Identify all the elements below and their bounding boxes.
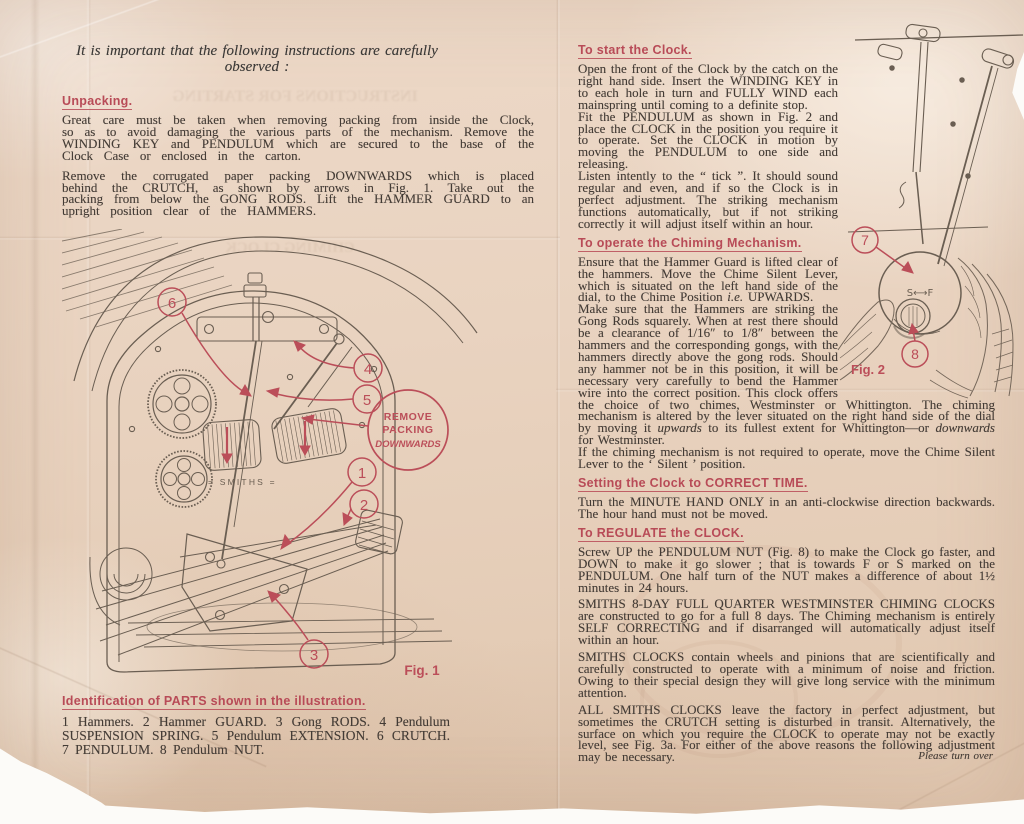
start-paragraph-3: Listen intently to the “ tick ”. It shou…: [578, 168, 838, 231]
left-column: It is important that the following instr…: [61, 43, 534, 757]
figure-2-space: [838, 43, 995, 391]
intro-statement: It is important that the following instr…: [76, 43, 438, 75]
parts-list: 1 Hammers. 2 Hammer GUARD. 3 Gong RODS. …: [62, 714, 450, 757]
regulate-paragraph-2: SMITHS 8-DAY FULL QUARTER WESTMINSTER CH…: [578, 596, 995, 648]
smiths-label: = SMITHS =: [208, 477, 277, 487]
identification-heading: Identification of PARTS shown in the ill…: [62, 694, 534, 711]
regulate-paragraph-3: SMITHS CLOCKS contain wheels and pinions…: [578, 649, 995, 700]
unpacking-paragraph-2: Remove the corrugated paper packing DOWN…: [62, 167, 534, 219]
chiming-heading-text: To operate the Chiming Mechanism.: [578, 235, 802, 252]
callout-1: 1: [358, 465, 366, 482]
setting-heading: Setting the Clock to CORRECT TIME.: [578, 476, 995, 492]
regulate-heading: To REGULATE the CLOCK.: [578, 526, 995, 542]
chiming-paragraph-3: If the chiming mechanism is not required…: [578, 444, 995, 472]
torn-right-nick: [1012, 52, 1024, 120]
start-clock-heading-text: To start the Clock.: [578, 43, 692, 59]
chiming-heading: To operate the Chiming Mechanism.: [578, 236, 995, 252]
unpacking-paragraph-1: Great care must be taken when removing p…: [62, 112, 534, 163]
please-turn-over: Please turn over: [918, 750, 993, 763]
remove-packing-line3: DOWNWARDS: [375, 439, 441, 450]
callout-2: 2: [360, 497, 368, 514]
ghost-showthrough-ring: [640, 640, 798, 758]
callout-3: 3: [310, 647, 318, 664]
callout-5: 5: [363, 392, 371, 409]
chiming-paragraph-1: Ensure that the Hammer Guard is lifted c…: [578, 253, 838, 305]
start-paragraph-1: Open the front of the Clock by the catch…: [578, 61, 838, 112]
right-column: To start the Clock. Open the front of th…: [578, 43, 995, 763]
unpacking-heading-text: Unpacking.: [62, 94, 133, 110]
fig1-label: Fig. 1: [404, 663, 440, 678]
start-clock-heading: To start the Clock.: [578, 43, 995, 59]
remove-packing-line2: PACKING: [382, 424, 433, 436]
regulate-paragraph-4: ALL SMITHS CLOCKS leave the factory in p…: [578, 701, 995, 765]
regulate-paragraph-1: Screw UP the PENDULUM NUT (Fig. 8) to ma…: [578, 543, 995, 595]
regulate-heading-text: To REGULATE the CLOCK.: [578, 525, 744, 542]
identification-heading-text: Identification of PARTS shown in the ill…: [62, 694, 366, 711]
setting-heading-text: Setting the Clock to CORRECT TIME.: [578, 476, 808, 492]
figure-1-illustration: = SMITHS =: [61, 228, 534, 686]
callout-6: 6: [168, 295, 176, 312]
setting-paragraph: Turn the MINUTE HAND ONLY in an anti-clo…: [578, 494, 995, 521]
chiming-paragraph-2: Make sure that the Hammers are striking …: [578, 301, 995, 448]
callout-4: 4: [364, 361, 372, 378]
start-paragraph-2: Fit the PENDULUM as shown in Fig. 2 and …: [578, 108, 838, 172]
unpacking-heading: Unpacking.: [62, 94, 534, 110]
remove-packing-line1: REMOVE: [384, 411, 433, 423]
